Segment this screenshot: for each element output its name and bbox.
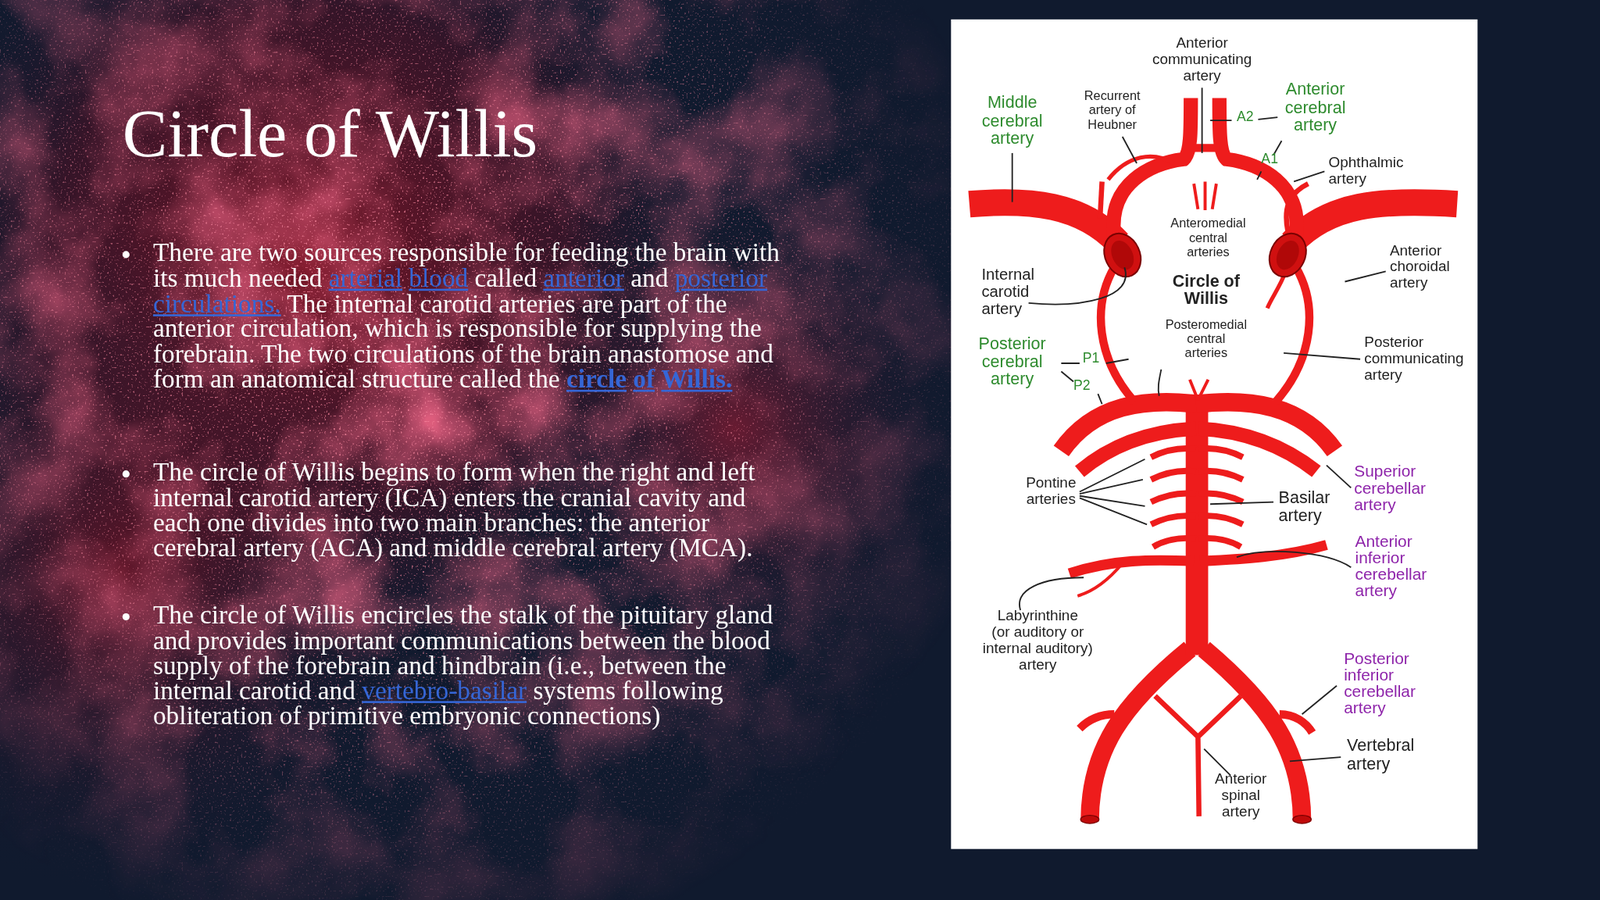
artery-illustration [969,97,1458,822]
vertebral-stump [1292,815,1312,824]
ica-stumps [1080,227,1313,824]
vertebral-artery [1089,649,1190,822]
vertebral-stump [1080,815,1100,824]
sca-vessel [1197,428,1317,472]
pica-vessel [1079,714,1115,729]
ophthalmic-vessel [1286,183,1309,231]
bullet-dot [122,250,130,258]
artery-label: Middle cerebral artery [950,93,1074,148]
leader-line [1344,271,1386,282]
artery-label: Anterior spinal artery [1194,770,1287,820]
leader-line [1201,87,1204,154]
artery-label: Labyrinthine (or auditory or internal au… [960,607,1115,673]
artery-label: Anterior cerebral artery [1253,80,1377,135]
slide-title: Circle of Willis [122,100,538,168]
artery-label: Posterior inferior cerebellar artery [1343,650,1457,717]
artery-label: Posteromedial central arteries [1150,318,1263,361]
bullet-text: The circle of Willis encircles the stalk… [153,603,781,730]
leader-line [1158,369,1162,397]
ica-stump [1262,227,1314,283]
pca-vessel [1196,402,1336,452]
pcomm-vessel [1100,267,1135,402]
leader-line [1289,757,1341,761]
artery-label: P1 [1082,350,1114,366]
ica-lumen [1107,236,1139,274]
artery-label: Anterior choroidal artery [1389,242,1493,292]
acomm-vessel [1190,143,1220,152]
leader-line [1302,685,1337,715]
pcomm-vessel [1275,267,1310,402]
red-smoke [0,0,1021,900]
leader-line [1011,153,1014,203]
artery-label: Posterior communicating artery [1364,333,1497,383]
leader-line [1122,136,1137,164]
leader-line [1283,353,1361,360]
artery-label: A2 [1236,110,1268,125]
basilar-vessel [1185,406,1209,656]
artery-label: Vertebral artery [1346,735,1450,773]
mca-vessel [1292,202,1458,243]
leader-lines [1012,87,1386,775]
aica-vessel [1069,560,1194,574]
ica-lumen [1271,236,1304,274]
labyrinthine-vessel [1077,563,1122,597]
small-vessel [1100,181,1103,218]
leader-line [1210,502,1274,505]
bullet-text: The circle of Willis begins to form when… [153,460,781,562]
artery-label: Basilar artery [1278,487,1372,525]
artery-label: Internal carotid artery [981,265,1084,318]
leader-line [1028,267,1126,304]
artery-label: Pontine arteries [1005,474,1098,508]
leader-line [1293,171,1325,182]
artery-label: Posterior cerebral artery [950,334,1074,389]
leader-line [1019,577,1084,611]
artery-label: Ophthalmic artery [1328,153,1452,187]
artery-label: Anterior communicating artery [1130,34,1274,84]
artery-label: A1 [1260,152,1292,168]
pontine-vessels [1150,448,1243,547]
pca-vessel [1060,402,1198,452]
mca-vessel [969,202,1119,243]
artery-label: Recurrent artery of Heubner [1060,89,1164,133]
pica-vessel [1279,714,1313,733]
leader-line [1326,465,1351,489]
bullet-dot [122,470,130,478]
artery-label: Anteromedial central arteries [1152,217,1265,260]
red-particles [0,0,1021,900]
artery-label: Circle of Willis [1155,272,1258,308]
bullet-text: There are two sources responsible for fe… [153,240,781,393]
posteromedial-vessels [1189,379,1209,400]
anteromedial-vessels [1193,181,1217,211]
leader-line [1079,459,1147,525]
ica-stump [1096,227,1148,283]
bullet-dot [122,613,130,621]
heubner-vessel [1107,156,1174,179]
sca-vessel [1079,428,1197,472]
diagram-panel [950,19,1478,850]
artery-label: Anterior inferior cerebellar artery [1355,533,1468,600]
artery-label: P2 [1073,378,1104,394]
leader-line [1236,551,1351,568]
artery-label: Superior cerebellar artery [1353,463,1467,515]
